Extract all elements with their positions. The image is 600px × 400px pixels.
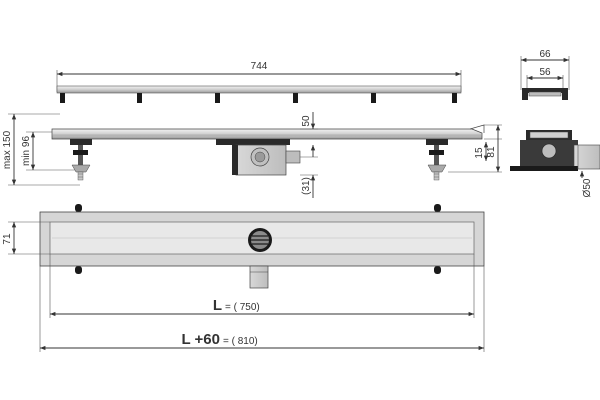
length-dimensions: L = ( 750) L +60 = ( 810) xyxy=(39,254,485,352)
profile-leg xyxy=(293,93,298,103)
profile-leg xyxy=(371,93,376,103)
dim-outlet-lower: (31) xyxy=(301,177,312,195)
dim-outlet-diameter: Ø50 xyxy=(582,178,593,197)
dim-section-outer-width: 66 xyxy=(539,49,551,60)
profile-leg xyxy=(60,93,65,103)
channel-plan-view: 71 xyxy=(2,204,485,289)
dim-max-height: max 150 xyxy=(2,130,13,169)
dim-min-height: min 96 xyxy=(21,136,32,166)
dim-total-height: 81 xyxy=(486,146,497,158)
side-elevation: max 150 min 96 xyxy=(2,112,502,198)
dim-channel-width: 71 xyxy=(2,233,13,245)
dim-profile-length: 744 xyxy=(251,61,268,72)
length-symbol: L xyxy=(213,297,222,314)
dim-section-inner-width: 56 xyxy=(539,67,551,78)
adjustable-foot-right xyxy=(426,139,448,181)
total-length-symbol: L +60 xyxy=(181,331,220,348)
siphon-cross-section: Ø50 xyxy=(510,130,600,197)
profile-bar-view: 744 xyxy=(56,61,462,103)
dim-channel-height: 15 xyxy=(474,147,485,159)
total-length-value: = ( 810) xyxy=(223,336,258,347)
adjustable-foot-left xyxy=(70,139,92,181)
profile-cross-section: 66 56 xyxy=(520,49,570,100)
dim-outlet-offset: 50 xyxy=(301,115,312,127)
outlet-pipe xyxy=(249,265,269,289)
length-value: = ( 750) xyxy=(225,302,260,313)
profile-leg xyxy=(452,93,457,103)
siphon-outlet xyxy=(216,139,301,176)
profile-leg xyxy=(137,93,142,103)
profile-leg xyxy=(215,93,220,103)
